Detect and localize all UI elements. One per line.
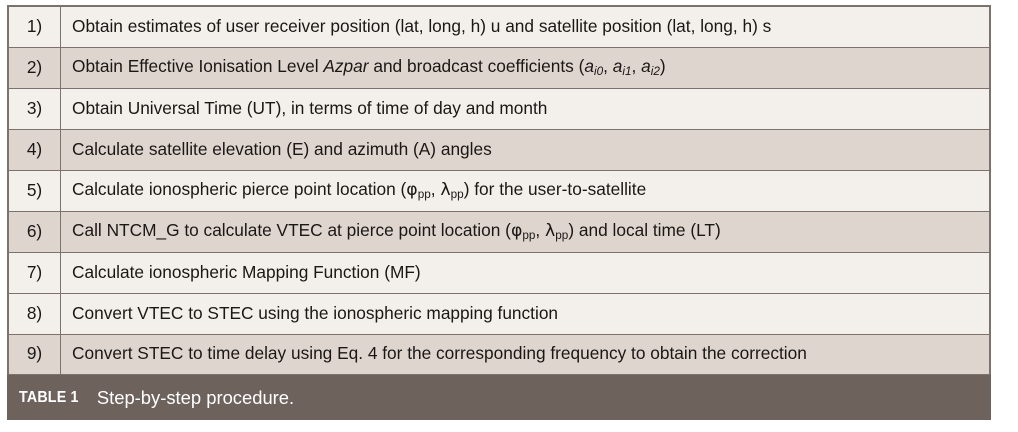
table-caption-text: Step-by-step procedure. (96, 386, 295, 408)
step-number-cell: 4) (7, 128, 61, 171)
table-row: 8) Convert VTEC to STEC using the ionosp… (7, 292, 991, 335)
step-description-cell: Calculate ionospheric Mapping Function (… (60, 251, 991, 294)
step-by-step-procedure-table: 1) Obtain estimates of user receiver pos… (7, 5, 991, 376)
step-description-cell: Convert VTEC to STEC using the ionospher… (60, 292, 991, 335)
table-caption-label: TABLE 1 (19, 388, 79, 406)
table-row: 5) Calculate ionospheric pierce point lo… (7, 169, 991, 212)
table-figure: 1) Obtain estimates of user receiver pos… (7, 5, 991, 420)
step-number-cell: 9) (7, 333, 61, 376)
table-row: 3) Obtain Universal Time (UT), in terms … (7, 87, 991, 130)
step-number-cell: 6) (7, 210, 61, 253)
step-description-cell: Obtain Effective Ionisation Level Azpar … (60, 46, 991, 89)
table-row: 6) Call NTCM_G to calculate VTEC at pier… (7, 210, 991, 253)
table-row: 7) Calculate ionospheric Mapping Functio… (7, 251, 991, 294)
step-description-cell: Call NTCM_G to calculate VTEC at pierce … (60, 210, 991, 253)
step-number-cell: 5) (7, 169, 61, 212)
step-description-cell: Obtain estimates of user receiver positi… (60, 5, 991, 48)
step-number-cell: 1) (7, 5, 61, 48)
table-body: 1) Obtain estimates of user receiver pos… (7, 5, 991, 376)
step-description-cell: Calculate satellite elevation (E) and az… (60, 128, 991, 171)
step-number-cell: 8) (7, 292, 61, 335)
step-description-cell: Convert STEC to time delay using Eq. 4 f… (60, 333, 991, 376)
step-number-cell: 3) (7, 87, 61, 130)
table-row: 1) Obtain estimates of user receiver pos… (7, 5, 991, 48)
step-number-cell: 7) (7, 251, 61, 294)
table-caption-bar: TABLE 1 Step-by-step procedure. (7, 375, 991, 420)
table-row: 2) Obtain Effective Ionisation Level Azp… (7, 46, 991, 89)
table-row: 4) Calculate satellite elevation (E) and… (7, 128, 991, 171)
table-row: 9) Convert STEC to time delay using Eq. … (7, 333, 991, 376)
step-description-cell: Obtain Universal Time (UT), in terms of … (60, 87, 991, 130)
step-description-cell: Calculate ionospheric pierce point locat… (60, 169, 991, 212)
step-number-cell: 2) (7, 46, 61, 89)
